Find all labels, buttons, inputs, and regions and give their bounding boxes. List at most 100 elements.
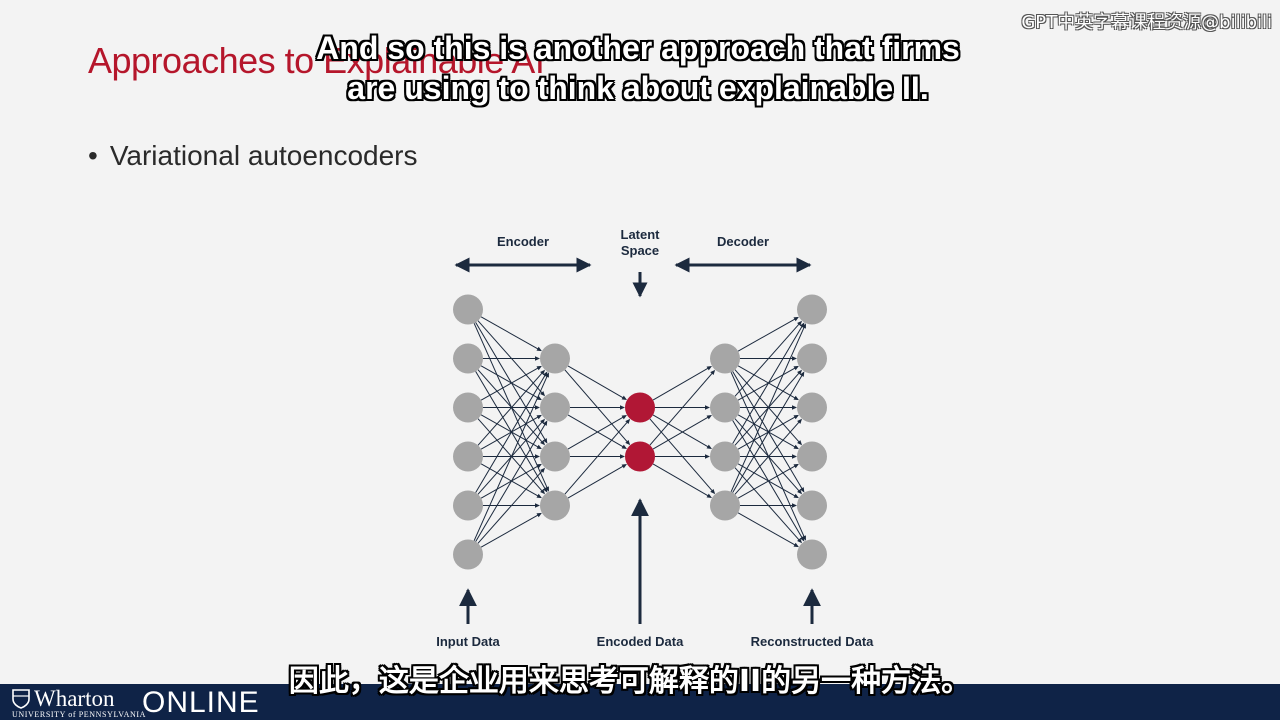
edge-l3-1-to-4 bbox=[734, 418, 802, 494]
edge-arrowhead-l2-1-to-1 bbox=[706, 414, 713, 420]
node-l4-5 bbox=[797, 539, 827, 570]
node-l0-3 bbox=[453, 441, 483, 472]
latent-space-label-line1: Latent bbox=[621, 227, 661, 242]
node-l3-3 bbox=[710, 490, 740, 521]
edge-arrowhead-l3-0-to-2 bbox=[793, 395, 799, 401]
node-l3-2 bbox=[710, 441, 740, 472]
node-l0-4 bbox=[453, 490, 483, 521]
edge-arrowhead-l0-3-to-1 bbox=[536, 414, 542, 420]
edge-arrowhead-l0-0-to-0 bbox=[536, 346, 542, 352]
edge-arrowhead-l3-1-to-0 bbox=[797, 320, 803, 326]
decoder-label: Decoder bbox=[717, 234, 769, 249]
edge-l0-2-to-2 bbox=[480, 414, 541, 449]
edge-l0-5-to-0 bbox=[473, 373, 549, 541]
node-l0-0 bbox=[453, 294, 483, 325]
edge-arrowhead-l1-1-to-1 bbox=[621, 444, 628, 450]
edge-arrowhead-l0-4-to-3 bbox=[535, 503, 540, 508]
edge-arrowhead-l3-2-to-3 bbox=[792, 454, 797, 459]
node-l1-0 bbox=[540, 343, 570, 374]
latent-node-0 bbox=[625, 392, 655, 423]
edge-arrowhead-l0-2-to-2 bbox=[536, 444, 542, 450]
node-l4-2 bbox=[797, 392, 827, 423]
node-l1-3 bbox=[540, 490, 570, 521]
edge-arrowhead-l3-3-to-2 bbox=[797, 418, 803, 424]
edge-l2-1-to-1 bbox=[652, 415, 711, 450]
bullet-dot-icon: • bbox=[88, 140, 98, 171]
edge-l3-1-to-0 bbox=[734, 321, 802, 397]
autoencoder-diagram: Encoder Latent Space Decoder Input Data … bbox=[436, 227, 875, 649]
edge-arrowhead-l3-2-to-5 bbox=[797, 538, 803, 544]
edge-l0-0-to-1 bbox=[477, 320, 545, 396]
edge-arrowhead-l3-2-to-1 bbox=[797, 369, 803, 375]
edge-arrowhead-l3-1-to-4 bbox=[797, 489, 803, 495]
edge-l0-5-to-1 bbox=[475, 421, 547, 542]
edge-arrowhead-l3-3-to-3 bbox=[793, 463, 799, 469]
edge-l2-0-to-0 bbox=[652, 366, 711, 401]
subtitle-chinese: 因此，这是企业用来思考可解释的II的另一种方法。 bbox=[288, 664, 972, 699]
watermark: GPT中英字幕课程资源@bilibili bbox=[1021, 12, 1272, 33]
edge-arrowhead-l3-0-to-0 bbox=[793, 316, 799, 322]
logo-university-text: UNIVERSITY of PENNSYLVANIA bbox=[12, 710, 146, 719]
edge-arrowhead-l2-0-to-3 bbox=[710, 488, 716, 495]
edge-arrowhead-l0-1-to-3 bbox=[542, 487, 548, 493]
bullet-item: • Variational autoencoders bbox=[88, 140, 418, 172]
edge-l1-2-to-0 bbox=[567, 415, 626, 450]
bullet-text: Variational autoencoders bbox=[109, 140, 418, 171]
edge-l3-3-to-2 bbox=[734, 419, 802, 495]
node-l0-5 bbox=[453, 539, 483, 570]
edge-arrowhead-l0-1-to-1 bbox=[536, 395, 542, 401]
node-l1-2 bbox=[540, 441, 570, 472]
latent-node-1 bbox=[625, 441, 655, 472]
edge-arrowhead-l0-0-to-2 bbox=[542, 438, 548, 444]
edge-l3-3-to-0 bbox=[730, 324, 806, 492]
edge-arrowhead-l0-2-to-0 bbox=[536, 365, 542, 371]
edge-arrowhead-l3-2-to-4 bbox=[793, 493, 799, 499]
logo-wharton: Wharton bbox=[12, 686, 114, 712]
node-l4-1 bbox=[797, 343, 827, 374]
edge-l1-0-to-0 bbox=[567, 365, 626, 400]
edge-l3-3-to-3 bbox=[737, 464, 798, 499]
edge-l1-3-to-0 bbox=[564, 420, 630, 495]
input-data-label: Input Data bbox=[436, 634, 500, 649]
edge-l3-3-to-1 bbox=[732, 372, 804, 493]
edge-arrowhead-l3-1-to-1 bbox=[793, 365, 799, 371]
edge-arrowhead-l0-5-to-2 bbox=[540, 467, 546, 473]
logo-wharton-text: Wharton bbox=[34, 686, 115, 711]
edge-arrowhead-l1-3-to-1 bbox=[621, 463, 628, 469]
edge-arrowhead-l0-1-to-0 bbox=[535, 356, 540, 361]
edge-l2-1-to-0 bbox=[649, 371, 715, 446]
footer-bar bbox=[0, 684, 1280, 720]
edge-arrowhead-l2-0-to-2 bbox=[706, 444, 713, 450]
edge-arrowhead-l0-2-to-3 bbox=[540, 489, 546, 495]
edge-arrowhead-l0-2-to-1 bbox=[535, 405, 540, 410]
node-l1-1 bbox=[540, 392, 570, 423]
edge-arrowhead-l2-1-to-2 bbox=[705, 454, 710, 459]
edge-l0-3-to-3 bbox=[480, 463, 541, 498]
edge-arrowhead-l0-4-to-1 bbox=[540, 418, 546, 424]
edge-l3-1-to-3 bbox=[737, 414, 798, 449]
edge-arrowhead-l3-2-to-2 bbox=[793, 414, 799, 420]
edge-l0-1-to-1 bbox=[480, 365, 541, 400]
edge-l2-0-to-3 bbox=[649, 418, 715, 493]
edge-arrowhead-l1-2-to-0 bbox=[621, 414, 628, 420]
edge-arrowhead-l3-3-to-0 bbox=[801, 323, 806, 329]
edge-l0-2-to-0 bbox=[480, 366, 541, 401]
edge-arrowhead-l0-3-to-0 bbox=[540, 369, 546, 375]
edge-arrowhead-l2-0-to-1 bbox=[705, 405, 710, 410]
subtitle-english-line2: are using to think about explainable II. bbox=[347, 70, 929, 106]
encoder-label: Encoder bbox=[497, 234, 549, 249]
edge-arrowhead-l1-1-to-0 bbox=[620, 405, 625, 410]
edge-arrowhead-l2-1-to-3 bbox=[706, 493, 713, 499]
edge-arrowhead-l2-0-to-0 bbox=[706, 365, 713, 371]
edge-arrowhead-l0-3-to-3 bbox=[536, 493, 542, 499]
edge-arrowhead-l3-0-to-1 bbox=[792, 356, 797, 361]
edge-arrowhead-l3-3-to-5 bbox=[793, 542, 799, 548]
node-l3-0 bbox=[710, 343, 740, 374]
edge-l2-0-to-2 bbox=[652, 414, 711, 449]
edge-arrowhead-l3-3-to-1 bbox=[799, 371, 805, 377]
reconstructed-data-label: Reconstructed Data bbox=[751, 634, 875, 649]
network-nodes bbox=[453, 294, 827, 570]
network-edges bbox=[473, 316, 806, 548]
edge-arrowhead-l0-5-to-0 bbox=[544, 372, 549, 378]
